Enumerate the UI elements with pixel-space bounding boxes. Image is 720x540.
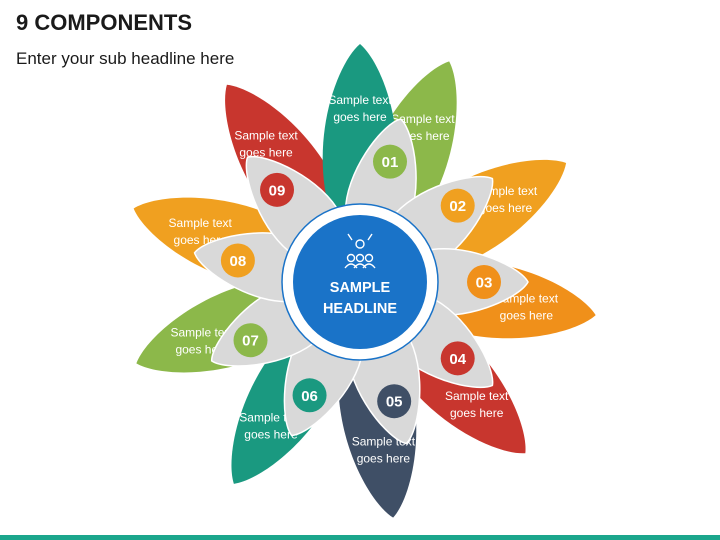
petal-text-02-line2: goes here — [479, 201, 533, 215]
petal-text-05-line2: goes here — [357, 451, 411, 465]
inner-petal-05: 05 — [347, 333, 421, 445]
inner-petal-08: 08 — [193, 232, 305, 303]
number-badge-04 — [440, 341, 475, 376]
number-label-04: 04 — [449, 351, 466, 368]
number-badge-01 — [372, 144, 407, 179]
petal-text-08-line1: Sample text — [169, 216, 233, 230]
number-label-06: 06 — [301, 388, 318, 405]
center-headline-line1: SAMPLE — [330, 280, 391, 296]
petal-text-06-line2: goes here — [244, 427, 298, 441]
page-title: 9 COMPONENTS — [16, 10, 193, 35]
petal-text-04-line2: goes here — [450, 406, 504, 420]
petal-text-03-line2: goes here — [500, 308, 554, 322]
petal-text-top-line2: goes here — [333, 110, 387, 124]
number-badge-05 — [377, 384, 412, 419]
number-label-07: 07 — [242, 333, 259, 350]
center-disc — [293, 215, 427, 349]
center-headline-line2: HEADLINE — [323, 301, 397, 317]
number-badge-06 — [292, 378, 327, 413]
number-label-03: 03 — [476, 275, 493, 292]
petal-text-04-line1: Sample text — [445, 389, 509, 403]
bottom-accent-bar — [0, 535, 720, 540]
number-label-08: 08 — [230, 253, 247, 270]
number-label-09: 09 — [269, 182, 286, 199]
number-label-01: 01 — [382, 154, 399, 171]
page-subtitle: Enter your sub headline here — [16, 49, 235, 68]
number-badge-08 — [220, 243, 255, 278]
inner-petal-01: 01 — [344, 118, 417, 230]
number-label-05: 05 — [386, 394, 403, 411]
petal-text-01-line1: Sample text — [391, 112, 455, 126]
number-badge-09 — [260, 172, 295, 207]
petal-text-top-line1: Sample text — [328, 93, 392, 107]
number-badge-03 — [467, 265, 501, 299]
petal-text-09-line1: Sample text — [234, 129, 298, 143]
team-people-icon — [344, 233, 376, 269]
petal-text-07-line1: Sample text — [170, 325, 234, 339]
number-badge-07 — [233, 323, 268, 358]
number-label-02: 02 — [449, 198, 466, 215]
number-badge-02 — [440, 188, 475, 223]
